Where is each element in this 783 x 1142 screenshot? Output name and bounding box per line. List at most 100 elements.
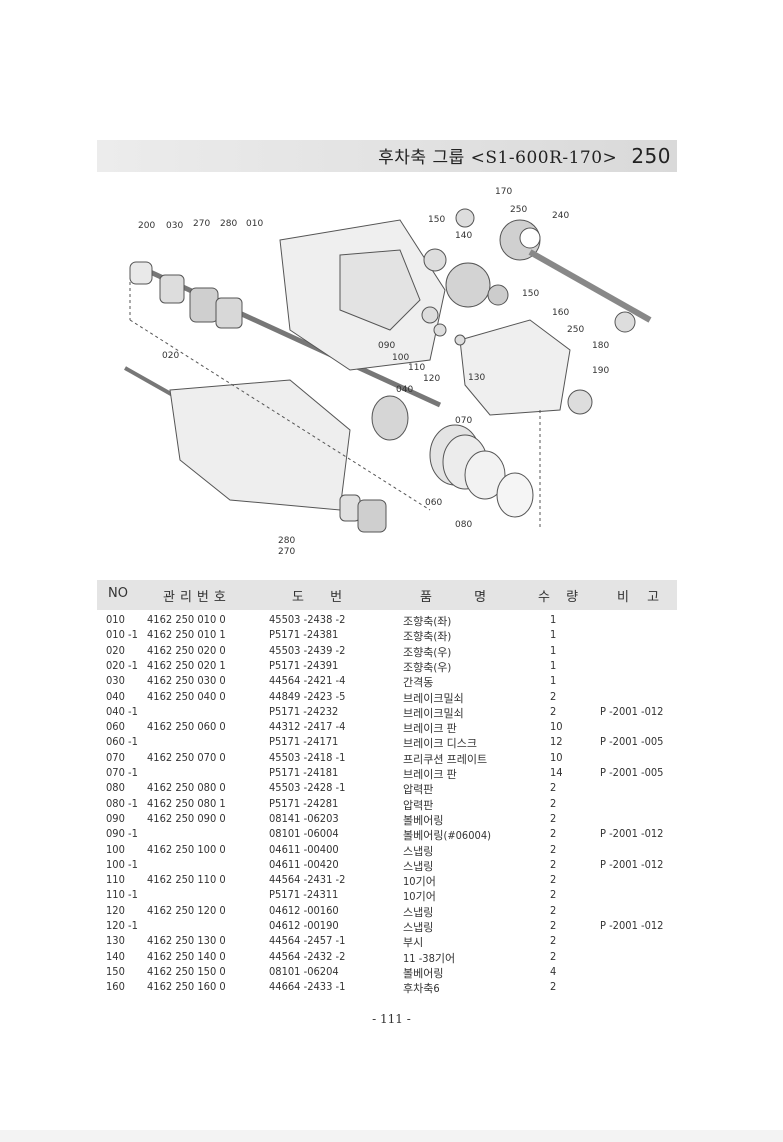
callout-label: 160 xyxy=(552,308,569,318)
callout-label: 170 xyxy=(495,187,512,197)
cell-no: 060 -1 xyxy=(106,735,138,749)
callout-label: 120 xyxy=(423,374,440,384)
cell-name: 스냅링 xyxy=(403,859,434,873)
cell-mgmt: 4162 250 020 0 xyxy=(147,643,226,657)
callout-label: 190 xyxy=(592,366,609,376)
cell-mgmt: 4162 250 070 0 xyxy=(147,750,226,764)
callout-label: 280 xyxy=(278,536,295,546)
group-title: 후차축 그룹 xyxy=(378,148,465,168)
column-header-note: 비 고 xyxy=(617,590,660,605)
cell-no: 090 xyxy=(106,811,125,825)
callout-label: 060 xyxy=(425,498,442,508)
cell-dwg: 04611 -00400 xyxy=(269,842,339,856)
cell-qty: 2 xyxy=(550,919,557,932)
cell-qty: 1 xyxy=(550,643,557,657)
cell-qty: 10 xyxy=(550,750,563,764)
cell-name: 압력판 xyxy=(403,798,434,812)
cell-name: 프리쿠션 프레이트 xyxy=(403,752,488,766)
cell-name: 브레이크밀쇠 xyxy=(403,706,464,720)
cell-mgmt: 4162 250 020 1 xyxy=(147,658,226,672)
callout-label: 240 xyxy=(552,211,569,221)
cell-mgmt: 4162 250 120 0 xyxy=(147,903,226,917)
callout-label: 150 xyxy=(428,215,445,225)
cell-name: 조향축(좌) xyxy=(403,630,452,644)
cell-qty: 2 xyxy=(550,980,557,994)
cell-note: P -2001 -012 xyxy=(600,919,664,932)
cell-qty: 2 xyxy=(550,781,557,795)
page-number: - 111 - xyxy=(372,1012,411,1026)
cell-dwg: P5171 -24391 xyxy=(269,658,339,672)
cell-note: P -2001 -012 xyxy=(600,857,664,871)
cell-qty: 2 xyxy=(550,796,557,810)
cell-dwg: 45503 -2428 -1 xyxy=(269,781,346,795)
cell-qty: 2 xyxy=(550,689,557,703)
cell-dwg: 04612 -00190 xyxy=(269,919,339,932)
cell-dwg: 44564 -2432 -2 xyxy=(269,949,346,963)
callout-label: 080 xyxy=(455,520,472,530)
cell-mgmt: 4162 250 060 0 xyxy=(147,720,226,734)
cell-name: 브레이크 디스크 xyxy=(403,737,477,751)
cell-no: 020 xyxy=(106,643,125,657)
column-header-no: NO xyxy=(108,586,128,601)
cell-mgmt: 4162 250 010 1 xyxy=(147,628,226,642)
cell-no: 070 xyxy=(106,750,125,764)
callout-label: 280 xyxy=(220,219,237,229)
cell-qty: 2 xyxy=(550,842,557,856)
page-title: 후차축 그룹 <S1-600R-170>250 xyxy=(378,143,671,168)
cell-no: 120 xyxy=(106,903,125,917)
cell-name: 10기어 xyxy=(403,890,436,904)
cell-dwg: 44664 -2433 -1 xyxy=(269,980,346,994)
cell-qty: 2 xyxy=(550,873,557,887)
cell-mgmt: 4162 250 130 0 xyxy=(147,934,226,948)
cell-qty: 2 xyxy=(550,811,557,825)
cell-dwg: 44564 -2431 -2 xyxy=(269,873,346,887)
cell-no: 140 xyxy=(106,949,125,963)
cell-no: 150 xyxy=(106,964,125,978)
cell-dwg: P5171 -24281 xyxy=(269,796,339,810)
cell-dwg: 08141 -06203 xyxy=(269,811,339,825)
callout-label: 130 xyxy=(468,373,485,383)
cell-qty: 12 xyxy=(550,735,563,749)
cell-name: 브레이크 판 xyxy=(403,768,457,781)
cell-no: 130 xyxy=(106,934,125,948)
table-header-band xyxy=(97,580,677,610)
cell-mgmt: 4162 250 080 1 xyxy=(147,796,226,810)
cell-qty: 14 xyxy=(550,766,563,779)
cell-no: 070 -1 xyxy=(106,766,138,779)
cell-no: 160 xyxy=(106,980,125,994)
cell-qty: 1 xyxy=(550,658,557,672)
table-row: 070 4162 250 070 0 45503 -2418 -1 프리쿠션 프레이트… xyxy=(0,751,783,766)
diagram-linework xyxy=(124,208,652,533)
cell-name: 스냅링 xyxy=(403,921,434,934)
callout-label: 030 xyxy=(166,221,183,231)
cell-note: P -2001 -005 xyxy=(600,766,664,779)
cell-no: 010 -1 xyxy=(106,628,138,642)
cell-qty: 2 xyxy=(550,949,557,963)
cell-note: P -2001 -012 xyxy=(600,704,664,718)
cell-qty: 2 xyxy=(550,704,557,718)
cell-name: 볼베어링 xyxy=(403,813,444,827)
cell-name: 볼베어링 xyxy=(403,966,444,980)
column-header-qty: 수 량 xyxy=(538,590,579,605)
callout-label: 270 xyxy=(193,219,210,229)
cell-qty: 2 xyxy=(550,888,557,902)
cell-mgmt: 4162 250 160 0 xyxy=(147,980,226,994)
cell-dwg: 44849 -2423 -5 xyxy=(269,689,346,703)
cell-dwg: 45503 -2418 -1 xyxy=(269,750,346,764)
cell-no: 020 -1 xyxy=(106,658,138,672)
cell-dwg: 04611 -00420 xyxy=(269,857,339,871)
cell-dwg: P5171 -24181 xyxy=(269,766,339,779)
cell-no: 080 xyxy=(106,781,125,795)
cell-name: 볼베어링(#06004) xyxy=(403,829,491,843)
cell-dwg: 44564 -2421 -4 xyxy=(269,674,346,688)
cell-dwg: 45503 -2439 -2 xyxy=(269,643,346,657)
